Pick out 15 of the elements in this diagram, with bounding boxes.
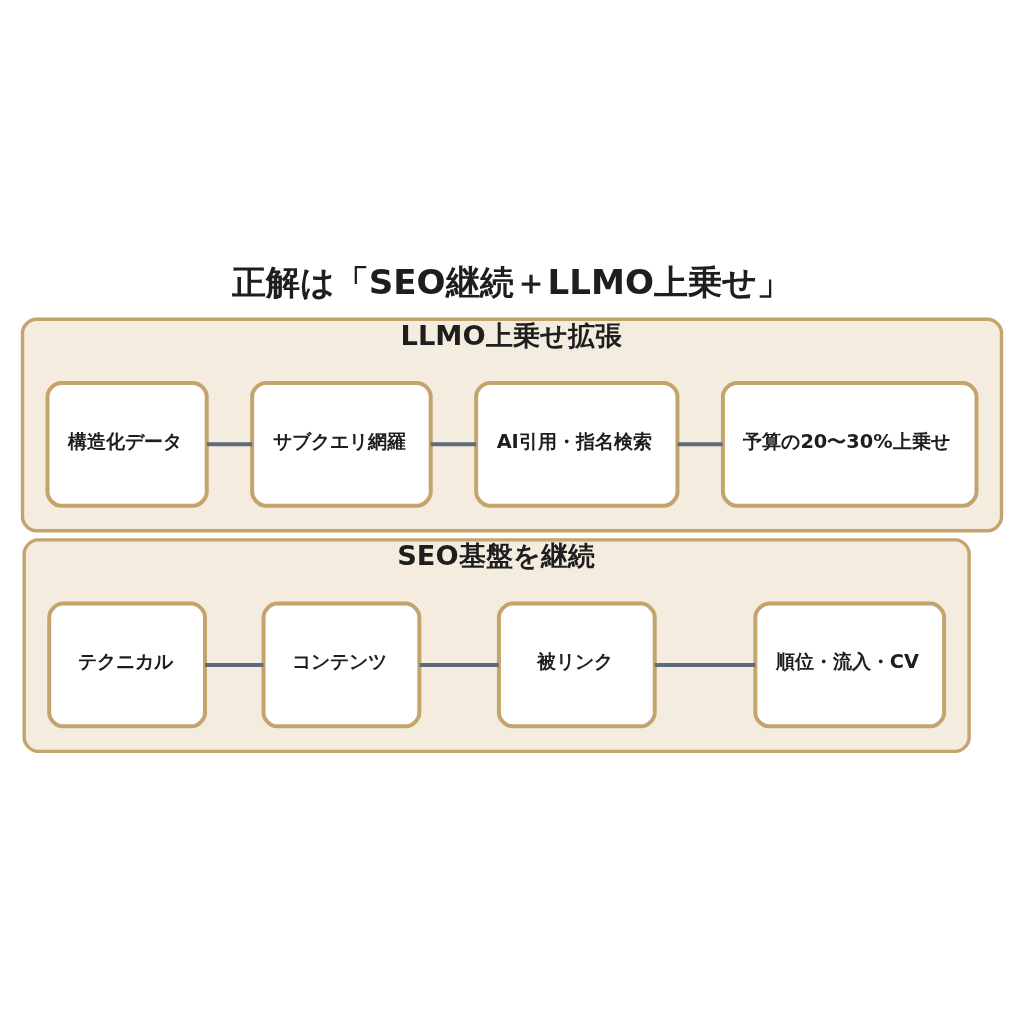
node-box: AI引用・指名検索 xyxy=(474,380,680,508)
connector xyxy=(430,442,477,447)
connector xyxy=(419,662,499,667)
connector xyxy=(677,442,723,447)
connector xyxy=(654,662,756,667)
node-box: テクニカル xyxy=(47,601,207,729)
node-box: 被リンク xyxy=(496,601,657,729)
node-box: コンテンツ xyxy=(261,601,422,729)
node-box: サブクエリ網羅 xyxy=(250,380,433,508)
connector xyxy=(206,442,253,447)
connector xyxy=(205,662,264,667)
node-box: 順位・流入・CV xyxy=(753,601,947,729)
node-box: 予算の20〜30%上乗せ xyxy=(720,380,979,508)
node-box: 構造化データ xyxy=(45,380,209,508)
diagram-title: 正解は「SEO継続＋LLMO上乗せ」 xyxy=(231,262,791,303)
